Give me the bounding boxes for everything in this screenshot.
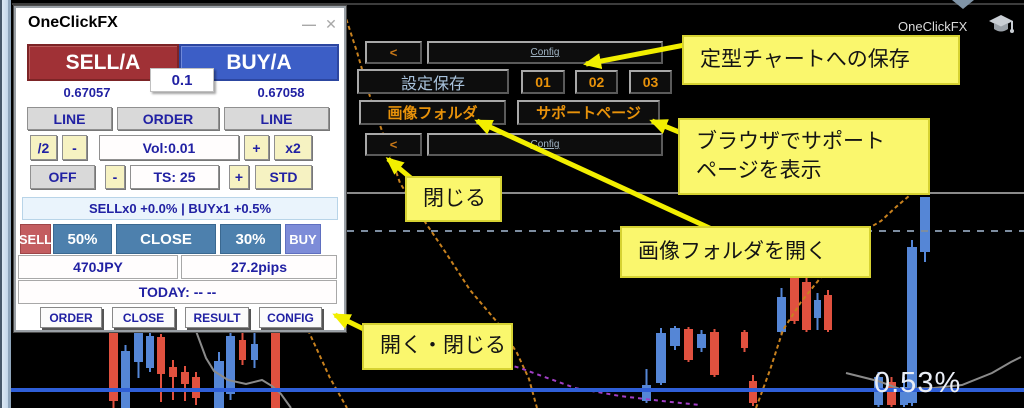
template-slot-02-button[interactable]: 02	[575, 70, 618, 94]
template-slot-01-button[interactable]: 01	[521, 70, 565, 94]
vol-minus-button[interactable]: -	[62, 135, 87, 160]
vol-plus-button[interactable]: +	[244, 135, 269, 160]
annotation-callout-4: 開く・閉じる	[362, 323, 513, 370]
vol-half-button[interactable]: /2	[30, 135, 57, 160]
footer-order-button[interactable]: ORDER	[40, 307, 102, 328]
annotation-callout-1: ブラウザでサポートページを表示	[678, 118, 930, 195]
graduation-cap-icon	[989, 15, 1014, 33]
candle-blue	[777, 288, 786, 334]
template-slot-03-button[interactable]: 03	[629, 70, 672, 94]
annotation-arrow	[583, 41, 691, 70]
candle-blue	[146, 332, 154, 372]
annotation-arrow	[474, 118, 718, 234]
ts-std-button[interactable]: STD	[255, 165, 312, 189]
close-sell-button[interactable]: SELL	[19, 224, 52, 254]
candle-red	[181, 366, 189, 401]
today-result-value: TODAY: -- --	[18, 280, 337, 304]
window-left-frame	[0, 0, 12, 408]
vol-double-button[interactable]: x2	[274, 135, 312, 160]
candle-blue	[814, 293, 821, 330]
sell-price: 0.67057	[63, 84, 111, 100]
ts-off-button[interactable]: OFF	[30, 165, 95, 189]
close-30pct-button[interactable]: 30%	[220, 224, 281, 254]
candle-blue	[920, 197, 930, 262]
chart-position-marker-icon	[952, 0, 974, 9]
footer-result-button[interactable]: RESULT	[185, 307, 249, 328]
close-icon[interactable]: ✕	[325, 15, 337, 32]
ts-value: TS: 25	[130, 165, 219, 189]
annotation-callout-2: 閉じる	[405, 176, 502, 222]
candle-red	[169, 360, 177, 400]
profit-pips-value: 27.2pips	[181, 255, 337, 279]
price-change-label: 0.53%	[874, 367, 962, 399]
candle-red	[109, 330, 118, 408]
footer-close-button[interactable]: CLOSE	[112, 307, 175, 328]
order-button[interactable]: ORDER	[117, 107, 219, 130]
lot-size-badge: 0.1	[150, 68, 214, 92]
image-folder-button[interactable]: 画像フォルダ	[359, 100, 506, 125]
annotation-callout-3: 画像フォルダを開く	[620, 226, 871, 278]
orange-descending-far-left-line	[307, 329, 348, 408]
minimize-icon[interactable]: —	[302, 16, 316, 32]
candle-red	[239, 333, 246, 365]
candle-blue	[697, 330, 706, 352]
support-page-button[interactable]: サポートページ	[517, 100, 660, 125]
candle-blue	[907, 240, 917, 406]
gray-ma-right-line	[845, 356, 1022, 391]
close-50pct-button[interactable]: 50%	[53, 224, 112, 254]
profit-jpy-value: 470JPY	[18, 255, 178, 279]
panel-title: OneClickFX	[28, 14, 118, 31]
candle-red	[710, 329, 719, 377]
ts-minus-button[interactable]: -	[105, 165, 125, 189]
close-buy-button[interactable]: BUY	[285, 224, 321, 254]
vol-value: Vol:0.01	[99, 135, 239, 160]
indicator-name-label: OneClickFX	[898, 19, 968, 34]
close-all-button[interactable]: CLOSE	[116, 224, 216, 254]
buy-price: 0.67058	[257, 84, 305, 100]
oneclickfx-panel: OneClickFX — ✕ SELL/A BUY/A 0.1 0.67057 …	[13, 5, 347, 333]
candle-blue	[121, 345, 130, 408]
candle-blue	[670, 326, 680, 350]
footer-config-button[interactable]: CONFIG	[259, 307, 322, 328]
candle-blue	[251, 333, 258, 368]
candle-red	[271, 330, 280, 408]
ts-plus-button[interactable]: +	[229, 165, 249, 189]
sell-button[interactable]: SELL/A	[27, 44, 179, 81]
candle-blue	[134, 330, 143, 378]
candle-blue	[642, 369, 651, 403]
save-settings-button[interactable]: 設定保存	[357, 69, 509, 94]
candle-blue	[656, 328, 666, 385]
candle-red	[824, 290, 832, 332]
collapse-top-button[interactable]: <	[365, 41, 422, 64]
candle-red	[802, 275, 811, 332]
orange-descending-left-line	[341, 5, 538, 408]
collapse-bottom-button[interactable]: <	[365, 133, 422, 156]
annotation-callout-0: 定型チャートへの保存	[682, 35, 960, 85]
line-right-button[interactable]: LINE	[224, 107, 329, 130]
candle-red	[741, 330, 748, 352]
candle-red	[684, 327, 693, 362]
line-left-button[interactable]: LINE	[27, 107, 112, 130]
position-status-line: SELLx0 +0.0% | BUYx1 +0.5%	[22, 197, 338, 220]
candle-blue	[214, 352, 224, 408]
